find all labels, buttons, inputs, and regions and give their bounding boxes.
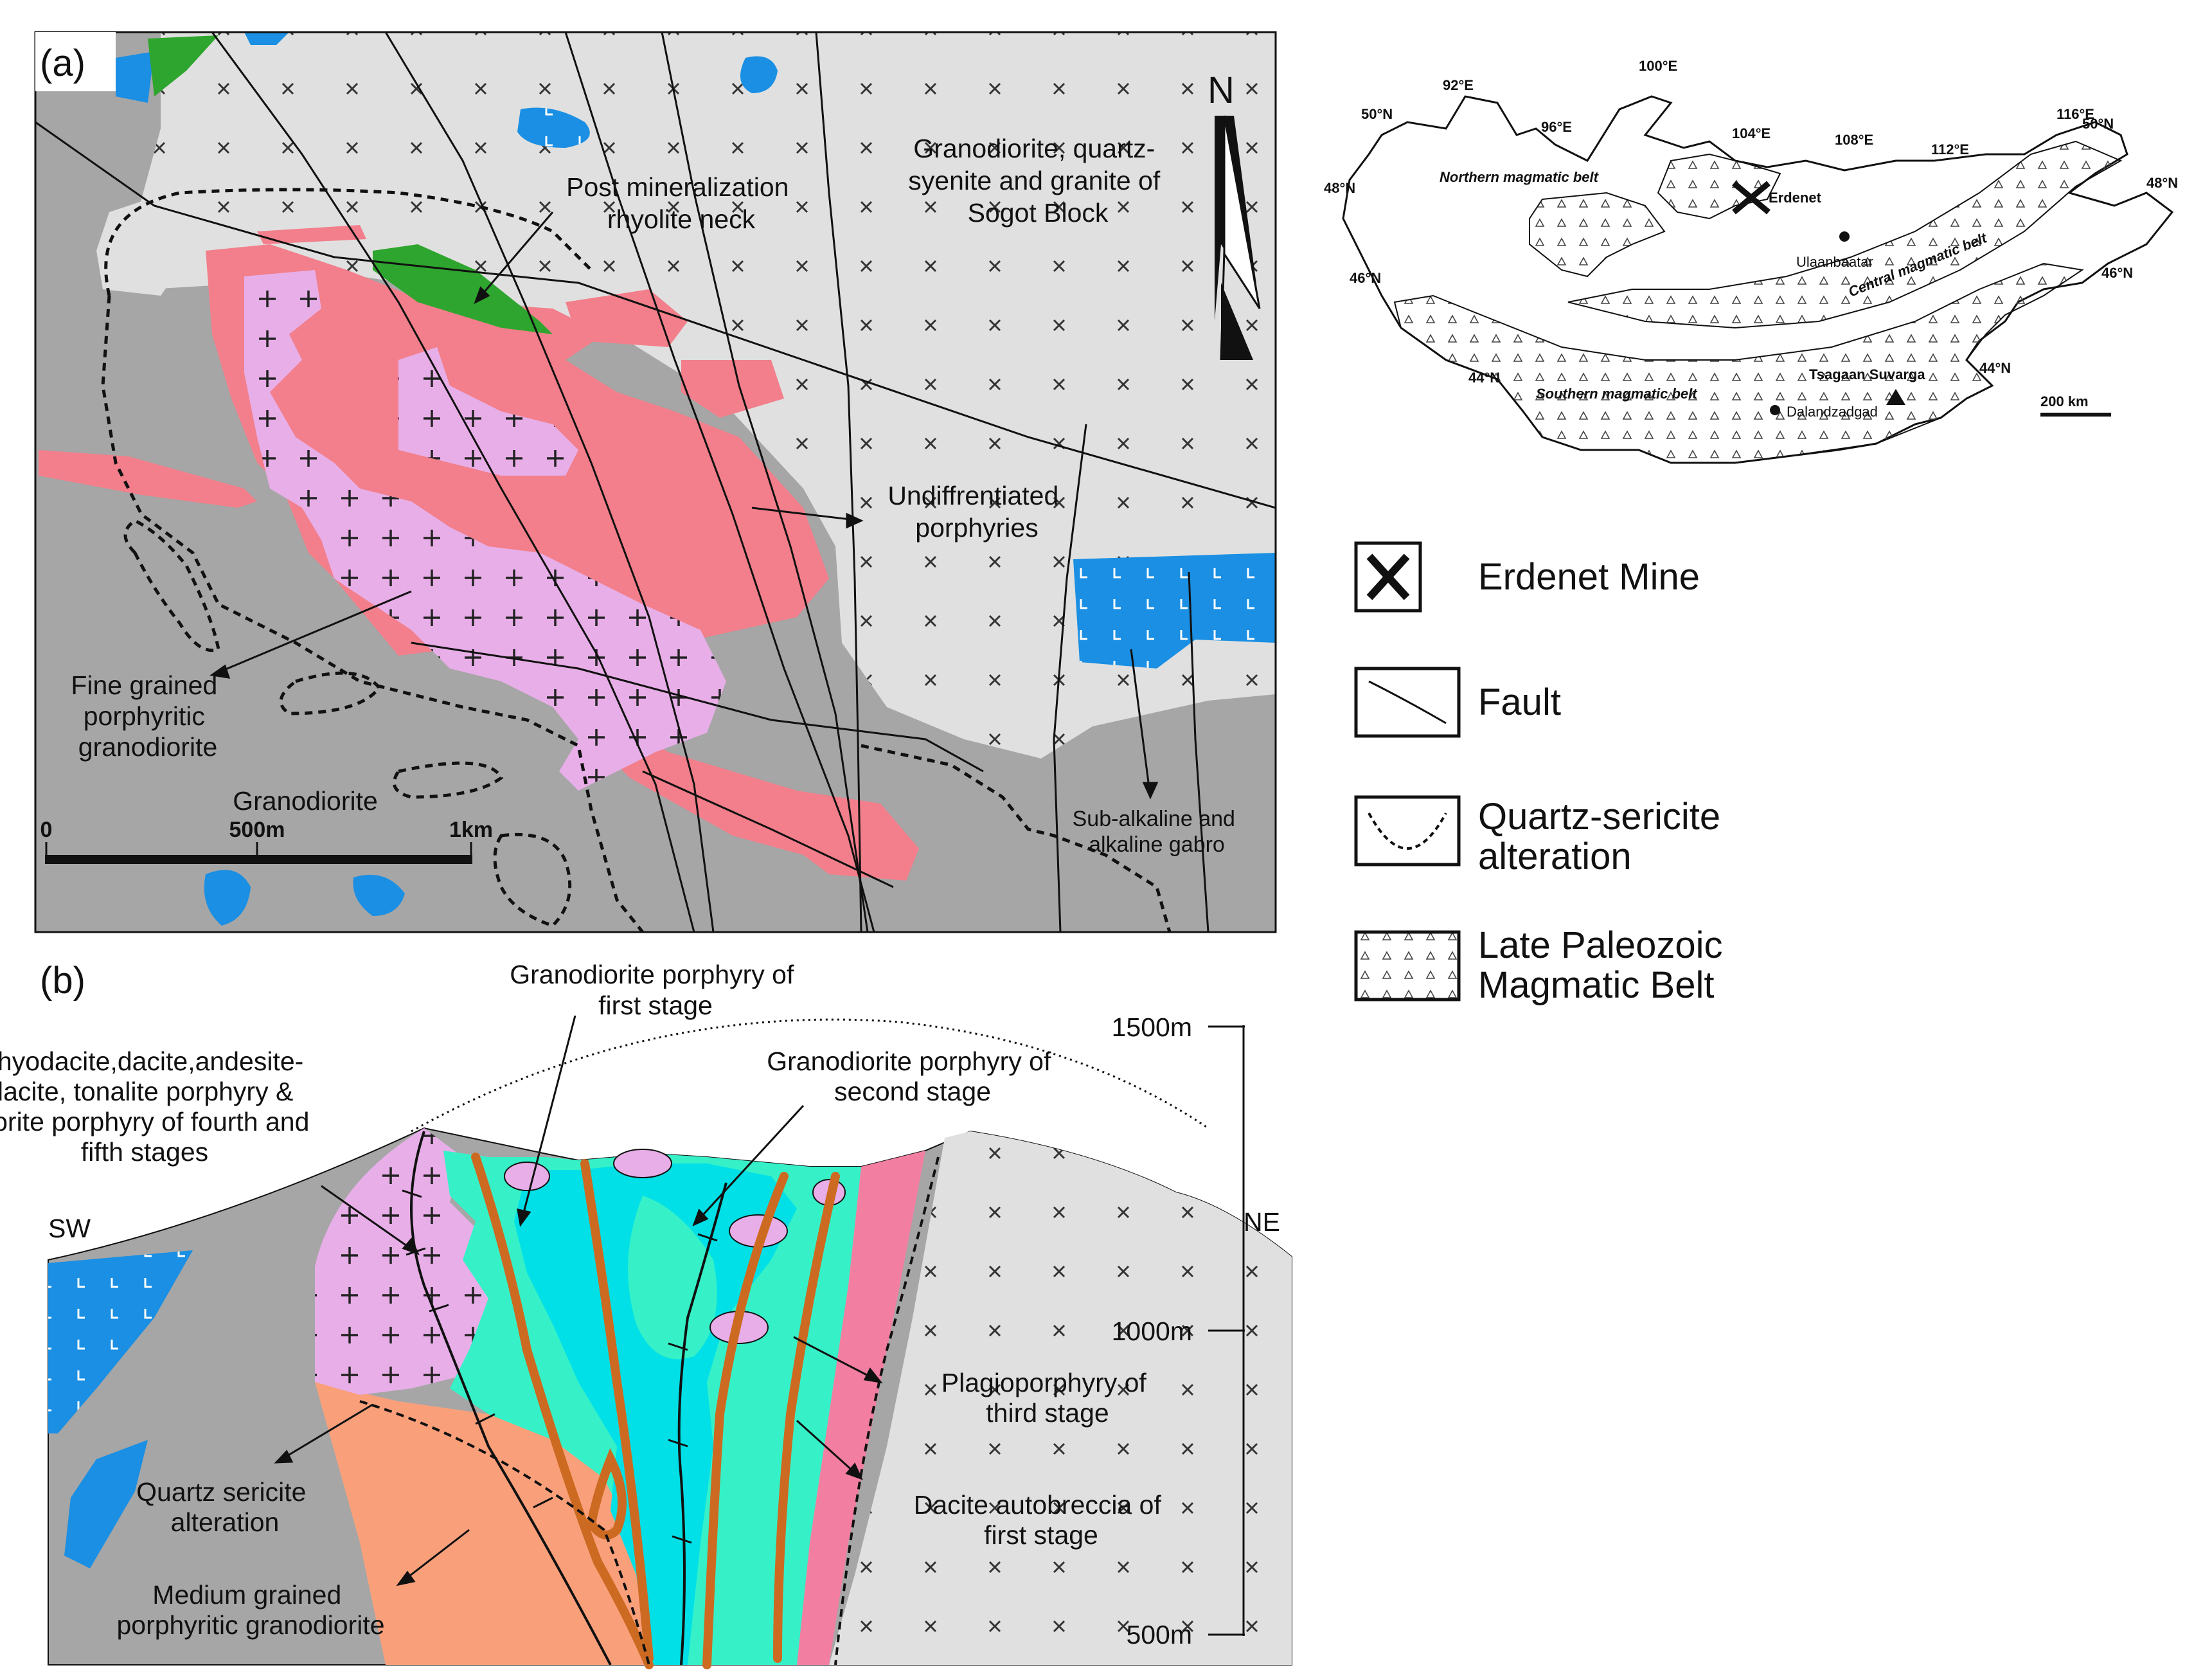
section-alteration (359, 1156, 940, 1666)
northern-belt-label: Northern magmatic belt (1440, 169, 1600, 185)
scale-0: 0 (40, 818, 53, 842)
legend-item-fault: Fault (1354, 667, 1561, 738)
elev-500m: 500m (1126, 1620, 1192, 1649)
svg-text:46°N: 46°N (1350, 270, 1381, 286)
fault-lines (35, 32, 1276, 932)
panel-b-label: (b) (40, 960, 85, 1001)
autobreccia-label: Dacite autobreccia of first stage (914, 1490, 1169, 1550)
elev-1500m: 1500m (1112, 1012, 1192, 1042)
svg-text:108°E: 108°E (1835, 132, 1873, 148)
legend-label-magmatic-belt: Late Paleozoic Magmatic Belt (1478, 924, 1733, 1006)
svg-text:100°E: 100°E (1639, 58, 1677, 74)
elev-1000m: 1000m (1112, 1316, 1192, 1346)
svg-text:92°E: 92°E (1443, 77, 1474, 93)
gabbro-unit (116, 32, 1276, 926)
scale-bar: 0 500m 1km (40, 818, 493, 864)
third-stage-label: Plagioporphyry of third stage (941, 1368, 1154, 1428)
legend-item-alteration: Quartz-sericite alteration (1354, 795, 1731, 877)
pickaxe-icon (1366, 553, 1410, 600)
fine-grained-label: Fine grained porphyritic granodiorite (71, 670, 224, 762)
sw-label: SW (48, 1214, 91, 1243)
legend-label-erdenet: Erdenet Mine (1478, 556, 1700, 598)
svg-text:104°E: 104°E (1732, 125, 1770, 141)
ulaanbaatar-dot (1839, 231, 1850, 242)
legend-item-erdenet-mine: Erdenet Mine (1354, 541, 1700, 613)
rhyolite-neck-label: Post mineralization rhyolite neck (566, 172, 796, 234)
inset-lat-labels: 50°N 48°N 46°N 44°N 50°N 48°N 46°N 44°N (1324, 106, 2178, 386)
dalandzadgad-label: Dalandzadgad (1787, 404, 1878, 420)
svg-text:200 km: 200 km (2040, 393, 2089, 409)
pickaxe-icon (1732, 181, 1770, 215)
first-stage-label: Granodiorite porphyry of first stage (510, 960, 801, 1020)
dalandzadgad-dot (1770, 405, 1780, 415)
svg-text:96°E: 96°E (1541, 119, 1572, 135)
section-leader-arrows (274, 1015, 883, 1586)
svg-text:44°N: 44°N (1979, 360, 2011, 376)
section-dikes (471, 1153, 840, 1669)
svg-text:46°N: 46°N (2101, 265, 2133, 281)
second-stage-label: Granodiorite porphyry of second stage (767, 1046, 1058, 1106)
svg-text:50°N: 50°N (2082, 116, 2114, 132)
ne-label: NE (1244, 1207, 1280, 1237)
section-cyan-stage (514, 1163, 797, 1665)
ulaanbaatar-label: Ulaanbaatar (1796, 254, 1873, 270)
eroded-profile (411, 1018, 1209, 1133)
svg-text:112°E: 112°E (1931, 141, 1969, 157)
tsagaan-suvarga-label: Tsagaan Suvarga (1809, 366, 1925, 382)
gabbro-label: Sub-alkaline and alkaline gabro (1073, 807, 1242, 857)
section-plagioporphyry (797, 1151, 925, 1665)
panel-a-label-box (35, 32, 116, 91)
legend-label-fault: Fault (1478, 681, 1561, 723)
alteration-boundary (101, 188, 1172, 932)
north-arrow: N (1208, 69, 1261, 361)
panel-a-frame (34, 31, 1277, 933)
fault-tick-marks (402, 1189, 718, 1544)
erdenet-label: Erdenet (1769, 190, 1822, 206)
dashed-arc-icon (1368, 813, 1447, 850)
southern-belt-label: Southern magmatic belt (1536, 386, 1698, 402)
medium-grained-label: Medium grained porphyritic granodiorite (116, 1580, 384, 1640)
svg-text:50°N: 50°N (1361, 106, 1393, 122)
legend-item-magmatic-belt: Late Paleozoic Magmatic Belt (1354, 924, 1733, 1006)
elevation-scale: 1500m 1000m 500m (1112, 1012, 1245, 1649)
svg-text:44°N: 44°N (1468, 370, 1500, 386)
mongolia-inset-map: 50°N 48°N 46°N 44°N 50°N 48°N 46°N 44°N … (1324, 58, 2178, 464)
cross-section-panel-b: (b) (0, 960, 1292, 1669)
sogot-block-label: Granodiorite, quartz- syenite and granit… (908, 134, 1167, 228)
scale-1km: 1km (449, 818, 493, 842)
geologic-map-panel-a: (a) N Post mineralization rhyolite neck … (34, 31, 1277, 933)
legend: Erdenet Mine Fault Quartz-sericite alter… (1354, 541, 1733, 1006)
section-faults (410, 1131, 727, 1666)
svg-text:48°N: 48°N (2146, 175, 2178, 191)
granodiorite-label: Granodiorite (233, 786, 378, 816)
leader-arrows (210, 211, 1159, 800)
fault-line-icon (1368, 680, 1447, 724)
tsagaan-suvarga-triangle (1886, 389, 1905, 405)
alteration-label: Quartz sericite alteration (136, 1477, 314, 1537)
fourth-fifth-stage-label: Rhyodacite,dacite,andesite- dacite, tona… (0, 1046, 317, 1167)
scale-500m: 500m (229, 818, 285, 842)
north-letter: N (1208, 69, 1235, 111)
svg-text:116°E: 116°E (2056, 106, 2094, 122)
svg-text:48°N: 48°N (1324, 180, 1355, 196)
inset-scale-bar: 200 km (2040, 393, 2111, 417)
panel-a-label: (a) (40, 42, 85, 84)
inset-lon-labels: 92°E 96°E 100°E 104°E 108°E 112°E 116°E (1443, 58, 2094, 157)
legend-label-alteration: Quartz-sericite alteration (1478, 796, 1731, 877)
porphyries-label: Undiffrentiated porphyries (887, 481, 1066, 543)
